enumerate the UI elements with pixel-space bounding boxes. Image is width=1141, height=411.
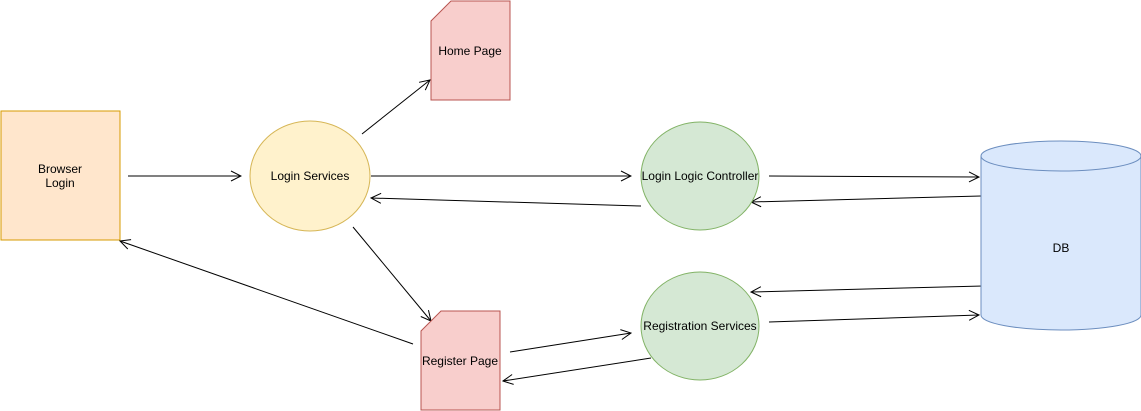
edge-login-logic-controller-to-login-services: [371, 198, 642, 207]
browser-login-label-line2: Login: [45, 176, 74, 190]
edge-login-services-to-register-page: [352, 226, 431, 321]
edge-login-logic-controller-to-db: [768, 176, 979, 177]
edge-register-page-to-browser: [120, 241, 414, 345]
login-logic-controller-node[interactable]: Login Logic Controller: [640, 121, 760, 231]
edge-db-to-login-logic-controller: [751, 195, 982, 202]
register-page-shape: [420, 310, 501, 411]
db-label: DB: [1053, 241, 1070, 255]
edge-login-services-to-home-page: [361, 80, 430, 135]
browser-login-node[interactable]: Browser Login: [0, 110, 121, 241]
login-services-label: Login Services: [271, 169, 350, 183]
db-cylinder-body: [980, 156, 1141, 331]
edge-db-to-registration-services: [751, 285, 984, 292]
registration-services-ellipse: [640, 271, 760, 381]
home-page-node[interactable]: Home Page: [430, 0, 511, 101]
login-logic-controller-label: Login Logic Controller: [642, 169, 759, 183]
register-page-node[interactable]: Register Page: [420, 310, 501, 411]
edge-registration-services-to-db: [768, 315, 979, 323]
login-services-ellipse: [249, 120, 371, 232]
registration-services-label: Registration Services: [643, 319, 756, 333]
home-page-shape: [430, 0, 511, 101]
registration-services-node[interactable]: Registration Services: [640, 271, 760, 381]
login-services-node[interactable]: Login Services: [249, 120, 371, 232]
edge-register-page-to-registration-services: [509, 333, 631, 353]
edges: [120, 80, 984, 381]
db-cylinder-top: [980, 140, 1141, 172]
login-logic-controller-ellipse: [640, 121, 760, 231]
browser-login-label-line1: Browser: [38, 162, 82, 176]
register-page-label: Register Page: [422, 354, 498, 368]
browser-login-box: [0, 110, 121, 241]
db-node[interactable]: DB: [980, 140, 1141, 331]
home-page-label: Home Page: [438, 44, 502, 58]
edge-registration-services-to-register-page: [503, 357, 652, 381]
